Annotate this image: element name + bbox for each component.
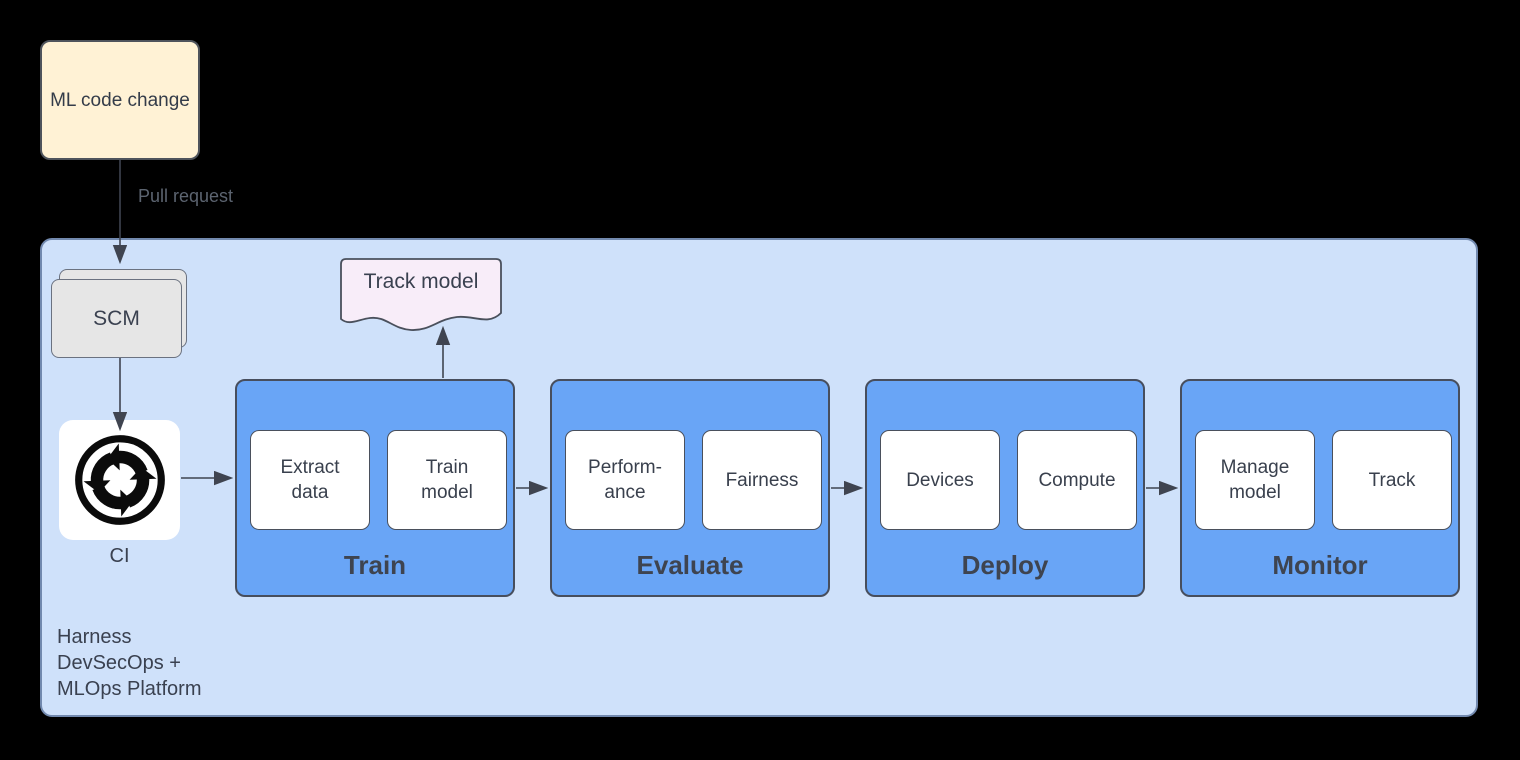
node-ci — [59, 420, 180, 540]
stage-deploy: Devices Compute Deploy — [865, 379, 1145, 597]
item-compute-label: Compute — [1038, 469, 1116, 491]
scm-label: SCM — [93, 306, 140, 330]
stage-evaluate-label: Evaluate — [636, 550, 744, 580]
stage-monitor-label: Monitor — [1272, 550, 1368, 580]
scm-front-card: SCM — [51, 279, 182, 358]
ci-label: CI — [109, 545, 130, 567]
track-model-label: Track model — [363, 270, 479, 293]
node-track-model-doc: Track model — [340, 258, 502, 338]
platform-caption: Harness DevSecOps + MLOps Platform — [57, 626, 202, 700]
item-train-model-label: Train model — [421, 457, 473, 503]
document-shape-icon — [340, 258, 502, 331]
stage-evaluate: Perform- ance Fairness Evaluate — [550, 379, 830, 597]
item-track-label: Track — [1368, 469, 1416, 491]
ci-sync-icon — [74, 435, 165, 525]
item-manage-model-label: Manage model — [1220, 457, 1290, 503]
pull-request-label: Pull request — [138, 186, 234, 206]
item-compute: Compute — [1017, 430, 1137, 530]
item-devices-label: Devices — [906, 469, 974, 491]
item-extract-data-label: Extract data — [280, 457, 340, 503]
item-manage-model: Manage model — [1195, 430, 1315, 530]
item-fairness: Fairness — [702, 430, 822, 530]
stage-monitor: Manage model Track Monitor — [1180, 379, 1460, 597]
stage-train: Extract data Train model Train — [235, 379, 515, 597]
item-devices: Devices — [880, 430, 1000, 530]
item-extract-data: Extract data — [250, 430, 370, 530]
node-ml-code-change-label: ML code change — [50, 89, 190, 111]
stage-deploy-label: Deploy — [961, 550, 1049, 580]
node-ml-code-change: ML code change — [40, 40, 200, 160]
item-train-model: Train model — [387, 430, 507, 530]
node-scm: SCM — [51, 269, 191, 359]
item-fairness-label: Fairness — [725, 469, 799, 491]
item-performance: Perform- ance — [565, 430, 685, 530]
stage-train-label: Train — [343, 550, 407, 580]
item-performance-label: Perform- ance — [588, 457, 662, 503]
item-track: Track — [1332, 430, 1452, 530]
